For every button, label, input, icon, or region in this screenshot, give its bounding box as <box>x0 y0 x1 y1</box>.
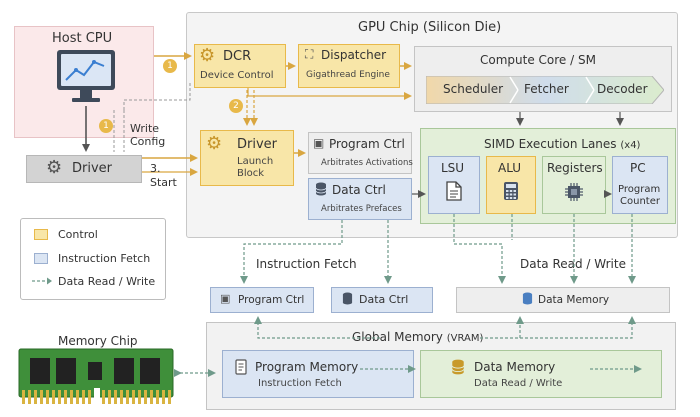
pipeline-stage-fetcher: Fetcher <box>524 82 569 96</box>
data-memory-subtitle: Data Read / Write <box>474 378 563 389</box>
write-config-label-2: Config <box>130 135 166 148</box>
step-badge-1b-label: 1 <box>103 121 109 131</box>
document-icon <box>446 181 462 201</box>
program-ctrl-subtitle: Arbitrates Activations <box>321 158 413 168</box>
memory-chip-title: Memory Chip <box>58 334 138 348</box>
lsu-label: LSU <box>441 161 465 175</box>
ram-module-icon <box>18 348 174 404</box>
alu-label: ALU <box>498 161 522 175</box>
legend-arrow-data <box>32 277 52 285</box>
simd-unit-pc <box>612 156 668 214</box>
bus-data-ctrl-label: Data Ctrl <box>359 293 409 306</box>
host-driver-box <box>26 155 142 183</box>
step-badge-1: 1 <box>163 59 177 73</box>
simd-title: SIMD Execution Lanes (x4) <box>484 137 640 151</box>
arrow-dcr-to-core-lower <box>247 88 412 100</box>
bus-data-memory-box <box>456 287 670 313</box>
start-label: Start <box>150 176 177 189</box>
step-badge-2-label: 2 <box>233 101 239 111</box>
simd-title-text: SIMD Execution Lanes <box>484 137 617 151</box>
legend-label-control: Control <box>58 228 98 241</box>
flow-label-data-rw: Data Read / Write <box>520 257 626 271</box>
host-cpu-title: Host CPU <box>52 31 113 46</box>
data-ctrl-title: Data Ctrl <box>332 183 386 197</box>
host-driver-label: Driver <box>72 161 113 176</box>
compute-core-title: Compute Core / SM <box>480 53 596 67</box>
database-icon <box>315 182 327 196</box>
legend-swatch-control <box>34 229 48 240</box>
chip-icon: ▣ <box>313 136 325 150</box>
pipeline-stage-scheduler: Scheduler <box>443 82 504 96</box>
simd-title-suffix: (x4) <box>620 140 641 151</box>
legend-swatch-fetch <box>34 253 48 264</box>
dispatcher-title: Dispatcher <box>321 48 387 62</box>
compute-core-pipeline <box>426 76 664 104</box>
gpu-driver-title: Driver <box>237 137 278 152</box>
program-memory-title: Program Memory <box>255 360 359 374</box>
global-memory-title: Global Memory (VRAM) <box>352 330 483 344</box>
dispatcher-subtitle: Gigathread Engine <box>306 70 390 80</box>
database-icon <box>342 292 353 305</box>
global-memory-title-text: Global Memory <box>352 330 443 344</box>
chip-icon: ▣ <box>220 292 231 305</box>
bus-program-ctrl-label: Program Ctrl <box>238 294 305 306</box>
dcr-title: DCR <box>223 49 252 64</box>
monitor-icon <box>57 50 115 102</box>
gpu-driver-box <box>200 130 294 186</box>
gm-path-left <box>254 316 380 339</box>
global-memory-title-suffix: (VRAM) <box>446 333 484 344</box>
fetch-path-program-ctrl <box>240 220 343 284</box>
write-config-label-1: Write <box>130 122 160 135</box>
bus-program-ctrl-box <box>210 287 314 313</box>
data-ctrl-subtitle: Arbitrates Prefaces <box>321 204 402 214</box>
hierarchy-icon: ⛶ <box>305 47 314 61</box>
host-cpu-box <box>14 26 154 138</box>
step-3-label: 3. <box>150 162 161 175</box>
calculator-icon <box>504 182 518 200</box>
program-ctrl-title: Program Ctrl <box>329 137 405 151</box>
dcr-box <box>194 44 286 88</box>
gear-icon: ⚙ <box>199 45 216 66</box>
pc-desc-1: Program <box>618 184 661 195</box>
write-config-to-dcr <box>123 82 191 110</box>
data-memory-title: Data Memory <box>474 360 556 374</box>
pc-label: PC <box>630 161 646 175</box>
gpu-driver-subtitle-1: Launch <box>237 156 274 167</box>
program-memory-box <box>222 350 414 398</box>
gpu-chip-title: GPU Chip (Silicon Die) <box>358 20 502 35</box>
legend-label-fetch: Instruction Fetch <box>58 252 151 265</box>
step-badge-1b: 1 <box>99 119 113 133</box>
gear-icon: ⚙ <box>46 157 63 178</box>
scroll-icon <box>235 359 247 375</box>
registers-label: Registers <box>547 161 603 175</box>
data-path-lsu <box>453 214 506 284</box>
step-badge-2: 2 <box>229 99 243 113</box>
legend-label-data: Data Read / Write <box>58 275 156 288</box>
gm-path-right <box>480 316 636 339</box>
bus-data-memory-label: Data Memory <box>538 294 610 306</box>
dispatcher-box <box>298 44 400 88</box>
flow-label-instruction-fetch: Instruction Fetch <box>256 257 357 271</box>
step-badge-1-label: 1 <box>167 61 173 71</box>
program-ctrl-box <box>308 132 412 174</box>
program-memory-subtitle: Instruction Fetch <box>258 378 342 389</box>
database-icon <box>451 359 465 375</box>
chip-icon <box>565 183 583 201</box>
database-icon <box>522 292 533 305</box>
gpu-driver-subtitle-2: Block <box>237 168 265 179</box>
pipeline-stage-decoder: Decoder <box>597 82 648 96</box>
dcr-subtitle: Device Control <box>200 70 274 81</box>
gear-icon: ⚙ <box>206 133 223 154</box>
pc-desc-2: Counter <box>620 196 660 207</box>
